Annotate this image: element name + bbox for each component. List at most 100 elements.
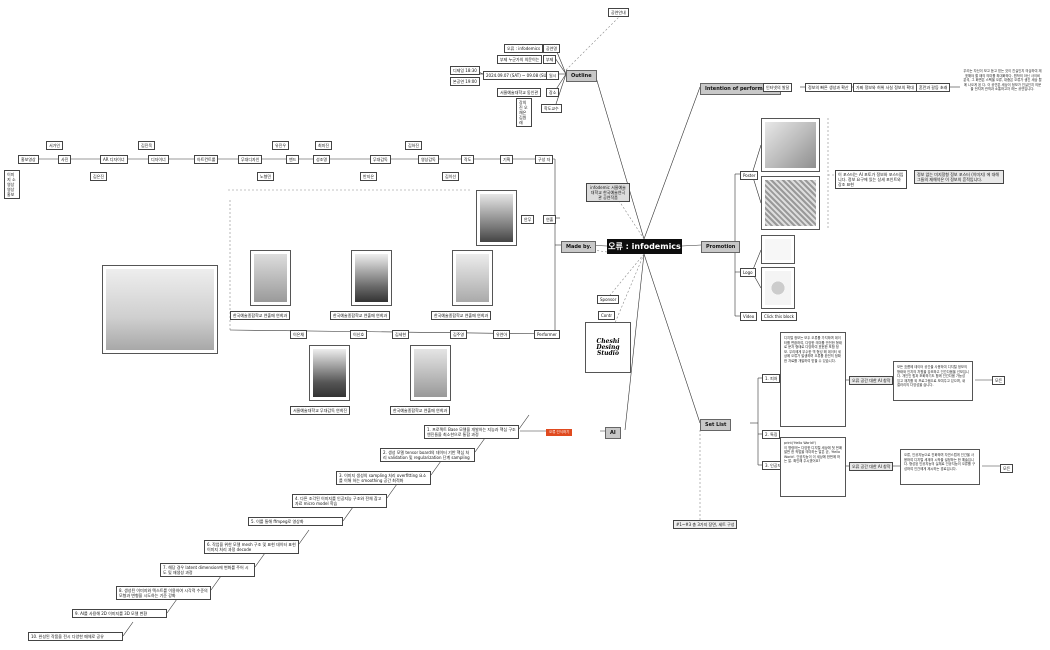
hub-ai[interactable]: AI <box>605 427 621 439</box>
center-title: 오류 : infodemics <box>607 239 682 254</box>
made-by-name-6: 반지은 <box>360 172 378 181</box>
promotion-poster-note2: 정보 없는 미지정형 정보 포스터 (이미지) 에 대해 그들의 재해석은 이 … <box>914 170 1004 184</box>
staff-photo-4 <box>309 345 350 401</box>
outline-top-note: 공연안내 <box>608 8 629 17</box>
director-photo <box>476 190 517 246</box>
intention-step3: 가짜 정보와 허위 사실 정보의 확대 <box>853 83 917 92</box>
setlist-note-1: 모든 흐름에 데이터 공간을 사용하여 디지털 정보의 형태와 인지의 차원을 … <box>893 361 973 401</box>
connector <box>643 86 701 240</box>
ai-step-8: 8. 생성된 이미지와 텍스트를 이용하여 시각적 수준의 모형과 변형을 시도… <box>116 586 211 600</box>
made-by-role-5: 무대디자인 <box>238 155 263 164</box>
ai-step-9: 9. AI를 사용해 2D 이미지를 3D 모델 변환 <box>72 609 167 618</box>
made-by-name-5: 최미진 <box>315 141 333 150</box>
made-by-name-8: 김이선 <box>442 172 460 181</box>
made-by-role-10: 작도 <box>461 155 475 164</box>
outline-title-key: 공연명 <box>543 44 561 53</box>
setlist-text-3: print('Hello World!') 이 명령어는 다양한 디지털 세상에… <box>780 437 846 497</box>
outline-subtitle-key: 부제 <box>543 55 557 64</box>
sponsor-label: Sponsor <box>597 295 620 304</box>
logo-image-1 <box>761 235 795 264</box>
made-by-name-2: 김진욱 <box>138 141 156 150</box>
setlist-top-note: #1~#3 총 3가지 장면, 세트 구성 <box>673 520 738 529</box>
studio-logo: Cheshi Desing Studio <box>585 322 631 373</box>
staff-caption-3: 한국예술종합학교 연출매 연희과 <box>431 311 492 320</box>
made-by-staff-3: 김주영 <box>450 330 468 339</box>
outline-dj-time: 디제잉 18:30 <box>450 66 480 75</box>
hub-made-by[interactable]: Made by. <box>561 241 597 253</box>
connector <box>605 253 645 301</box>
intention-step2: 정보의 빠른 생성과 확산 <box>805 83 852 92</box>
made-by-name-7: 김하진 <box>405 141 423 150</box>
logo-image-2 <box>761 267 795 309</box>
connector <box>122 621 134 637</box>
made-by-name-0: 서가인 <box>46 141 64 150</box>
made-by-role-12: 구성 자 <box>535 155 554 164</box>
hub-set-list[interactable]: Set List <box>700 419 732 431</box>
made-by-role-1: 사진 <box>58 155 72 164</box>
made-by-staff-1: 이신호 <box>350 330 368 339</box>
connector <box>565 15 621 71</box>
setlist-end-1: 모든 <box>992 376 1006 385</box>
connector <box>386 483 398 499</box>
outline-venue-key: 장소 <box>546 88 560 97</box>
setlist-end-3: 모든 <box>1000 464 1014 473</box>
connector <box>474 437 486 453</box>
ai-step-10: 10. 완성된 작품을 전시 다양한 매체로 공유 <box>28 632 123 641</box>
made-by-role-9: 영상감독 <box>418 155 439 164</box>
promotion-logo-key: Logo <box>740 268 756 277</box>
outline-date-value: 2024.09.07 (SAT) ~ 09.08 (SUN) <box>483 71 554 80</box>
ai-step-4: 4. 다른 조각된 이미지를 인공지능 구조와 전체 참고 자료 micro m… <box>292 494 387 508</box>
staff-photo-3 <box>452 250 493 306</box>
team-photo <box>102 265 218 354</box>
made-by-role-3: 디자이너 <box>148 155 169 164</box>
made-by-role-2: AR 디자이너 <box>100 155 128 164</box>
connector <box>518 414 530 430</box>
made-by-side-1: 안무 <box>521 215 535 224</box>
ai-step-2: 2. 생성 모델 tensor board의 데이터 기반 핵심 처리 vali… <box>380 448 475 462</box>
promotion-poster-key: Poster <box>740 171 759 180</box>
intention-step4: 혼란과 갈등 초래 <box>916 83 951 92</box>
connector <box>611 253 645 331</box>
setlist-right-1: 오류 공간 대한 AI 창작 <box>849 376 894 385</box>
outline-subtitle-value: 부제 누군가의 의문이는 <box>497 55 543 64</box>
made-by-role-11: 기획 <box>500 155 514 164</box>
made-by-role-0: 홍보영상 <box>18 155 39 164</box>
setlist-text-1: 디지털 정보는 모두 오류를 가지하며 데이터를 변환하여, 다양한 의미를 안… <box>780 332 846 427</box>
connector <box>554 73 567 108</box>
outline-host-value: 강의진 오채은 김원래 <box>516 98 532 127</box>
made-by-role-6: 밴드 <box>286 155 300 164</box>
made-by-name-4: 유진우 <box>272 141 290 150</box>
made-by-role-4: 아트컨트롤 <box>194 155 219 164</box>
intention-paragraph: 우리는 자신이 보고 듣고 믿는 것이 진실인지 의심하여 재표해야 할 때의 … <box>960 66 1045 120</box>
ai-step-5: 5. 이를 통해 ffmpeg로 영상화 <box>248 517 343 526</box>
promotion-video-link[interactable]: Click this block <box>761 312 797 321</box>
promotion-video-key: Video <box>740 312 758 321</box>
hub-promotion[interactable]: Promotion <box>701 241 741 253</box>
setlist-key-1: 1. 피처 <box>762 374 781 383</box>
staff-caption-4: 서울예술대학교 무대감독 연희진 <box>290 406 351 415</box>
ai-step-3: 3. 이미지 생성의 sampling 처리 overfitting 요소를 이… <box>336 471 431 485</box>
staff-caption-1: 한국예술종합학교 연출매 연희과 <box>230 311 291 320</box>
outline-host-key: 학도교수 <box>541 104 562 113</box>
outline-venue-value: 서울예술대학교 동인관 <box>497 88 542 97</box>
hub-outline[interactable]: Outline <box>566 70 597 82</box>
ai-badge: 오류 인식하기 <box>546 429 573 436</box>
setlist-key-2: 2. 특징 <box>762 430 781 439</box>
promotion-poster-note: 이 포스터는 AI 포토가 정보와 포스터입니다. 정보 요구에 있는 상세 포… <box>835 170 907 189</box>
center-top-note: infodemic 서울예술대학교 한국예술연극관 공연작품 <box>586 183 630 202</box>
ai-step-7: 7. 해당 경우 latent dimension에 변화를 주어 시도 및 재… <box>160 563 255 577</box>
connector <box>624 253 645 431</box>
outline-date-key: 일시 <box>546 71 560 80</box>
contributor-label: Contr <box>598 311 615 320</box>
made-by-role-7: 성조명 <box>313 155 331 164</box>
poster-image-1 <box>761 118 820 172</box>
connector <box>210 575 222 591</box>
ai-step-6: 6. 작업을 위한 모델 mesh 구조 및 표현 데이터 표현 이미지 처리 … <box>204 540 299 554</box>
made-by-staff-4: 유연아 <box>493 330 511 339</box>
staff-photo-1 <box>250 250 291 306</box>
connector <box>554 57 567 75</box>
connector <box>298 529 310 545</box>
made-by-role-8: 무대감독 <box>370 155 391 164</box>
staff-caption-5: 한국예술종합학교 연출매 연희과 <box>390 406 451 415</box>
made-by-name-3: 노형민 <box>257 172 275 181</box>
